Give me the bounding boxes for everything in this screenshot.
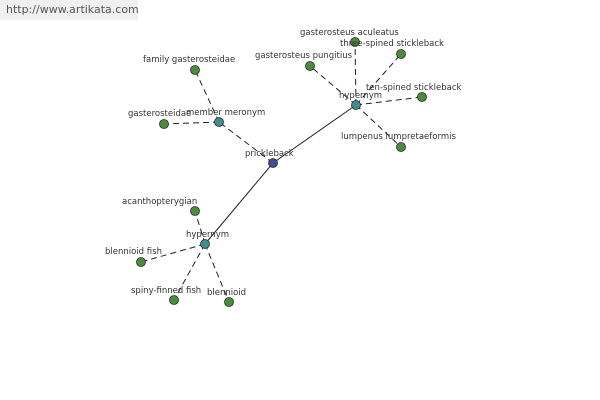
edge-hyp_bottom-blennioid_fish [140, 243, 206, 263]
node-label-family-gasterosteidae: family gasterosteidae [143, 55, 235, 65]
node-lumpenus[interactable] [396, 142, 406, 152]
node-label-gasterosteus-pungitius: gasterosteus pungitius [255, 51, 353, 61]
edge-hyp_top-gasterosteus_aculeatus [354, 41, 357, 106]
node-gasterosteus-aculeatus[interactable] [350, 37, 360, 47]
edge-hyp_bottom-spiny_finned [173, 243, 206, 301]
node-label-meronym: member meronym [186, 108, 265, 118]
edge-hyp_top-three_spined [355, 53, 402, 106]
node-blennioid[interactable] [224, 297, 234, 307]
node-label-three-spined: three-spined stickleback [340, 39, 444, 49]
node-label-acanthopterygian: acanthopterygian [122, 197, 197, 207]
edge-hyp_top-ten_spined [355, 96, 423, 106]
node-label-spiny-finned: spiny-finned fish [131, 286, 201, 296]
edge-root-meronym [218, 121, 274, 164]
node-label-ten-spined: ten-spined stickleback [366, 83, 462, 93]
node-label-hyp-top: hypernym [339, 91, 382, 101]
node-gasterosteus-pungitius[interactable] [305, 61, 315, 71]
node-label-blennioid: blennioid [207, 288, 246, 298]
node-label-gasterosteidae: gasterosteidae [128, 109, 191, 119]
node-acanthopterygian[interactable] [190, 206, 200, 216]
nodes-layer [136, 37, 427, 307]
edge-hyp_top-gasterosteus_pungitius [309, 65, 357, 106]
node-label-hyp-bottom: hypernym [186, 230, 229, 240]
node-family-gasterosteidae[interactable] [190, 65, 200, 75]
edges-layer [140, 41, 423, 303]
node-blennioid-fish[interactable] [136, 257, 146, 267]
node-three-spined[interactable] [396, 49, 406, 59]
watermark-url: http://www.artikata.com [0, 0, 139, 20]
edge-root-hyp_top [272, 104, 357, 164]
edge-meronym-gasterosteidae [163, 121, 220, 125]
node-ten-spined[interactable] [417, 92, 427, 102]
node-label-blennioid-fish: blennioid fish [105, 247, 162, 257]
node-root[interactable] [268, 158, 278, 168]
edge-root-hyp_bottom [204, 162, 274, 245]
edge-hyp_bottom-blennioid [204, 243, 230, 303]
labels-layer: prickleback member meronym hypernym hyperny… [105, 28, 462, 298]
node-gasterosteidae[interactable] [159, 119, 169, 129]
node-hyp-bottom[interactable] [200, 239, 210, 249]
edge-hyp_bottom-acanthopterygian [194, 210, 206, 245]
node-hyp-top[interactable] [351, 100, 361, 110]
node-label-lumpenus: lumpenus lumpretaeformis [341, 132, 456, 142]
node-label-gasterosteus-aculeatus: gasterosteus aculeatus [300, 28, 399, 38]
edge-hyp_top-lumpenus [355, 104, 402, 148]
node-label-root: prickleback [245, 149, 294, 159]
node-spiny-finned[interactable] [169, 295, 179, 305]
node-meronym[interactable] [214, 117, 224, 127]
